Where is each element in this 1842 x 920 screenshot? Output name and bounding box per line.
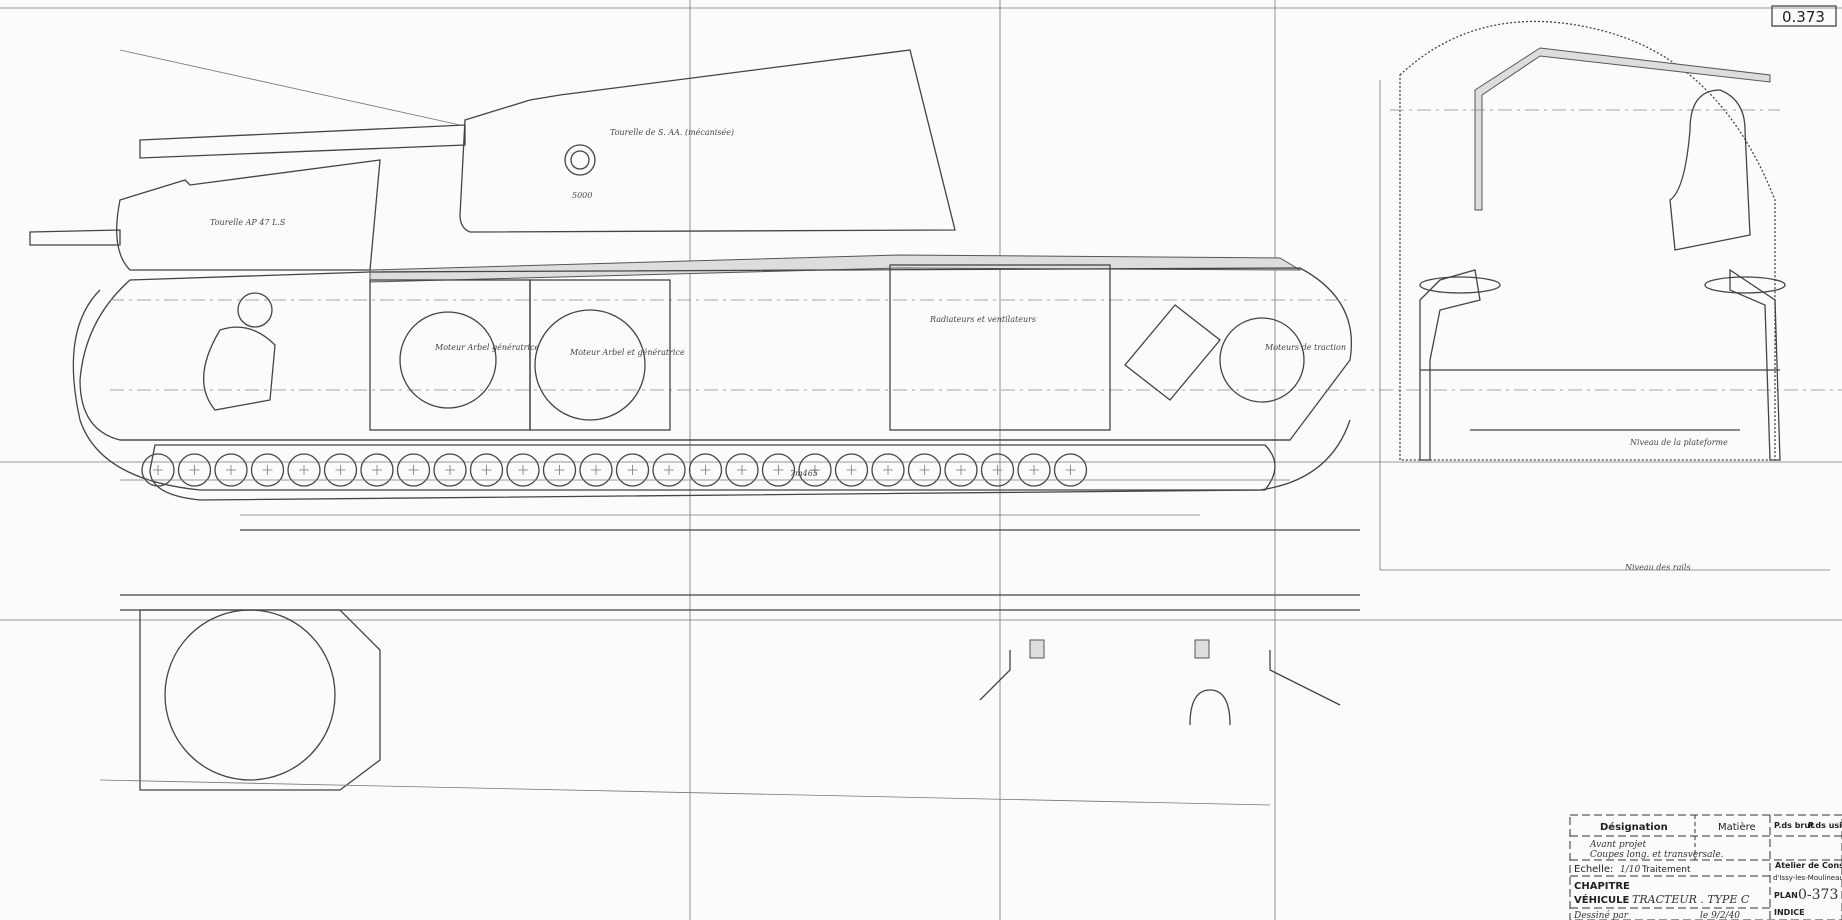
road-wheel <box>944 453 978 487</box>
dim-track: 7m465 <box>790 469 818 478</box>
road-wheel <box>688 453 723 487</box>
tb-designation-label: Désignation <box>1600 821 1668 833</box>
cross-section <box>1379 20 1830 571</box>
wheel-hub-mark <box>664 465 674 475</box>
road-wheel <box>396 453 431 487</box>
road-wheel <box>287 453 321 487</box>
wheel-hub-mark <box>883 465 893 475</box>
road-wheel <box>250 453 285 487</box>
road-wheel <box>177 453 212 487</box>
tb-poids-brut-label: P.ds brut <box>1774 821 1814 830</box>
road-wheel <box>214 453 248 487</box>
road-wheel <box>907 453 942 487</box>
tb-date-value: le 9/2/40 <box>1700 911 1740 920</box>
wheel-hub-mark <box>846 465 857 475</box>
road-wheel <box>542 453 577 487</box>
tb-designation-value-1: Avant projet <box>1589 840 1646 850</box>
tb-chapitre-label: CHAPITRE <box>1574 881 1630 892</box>
label-turret-main: Tourelle de S. AA. (mécanisée) <box>610 128 734 137</box>
road-wheel <box>323 453 358 487</box>
label-platform-level: Niveau de la plateforme <box>1629 438 1728 447</box>
wheel-hub-mark <box>408 465 419 475</box>
track <box>149 444 1276 501</box>
road-wheel <box>834 453 869 487</box>
tb-atelier: Atelier de Construction <box>1775 861 1842 870</box>
wheel-hub-mark <box>700 465 711 475</box>
wheel-hub-mark <box>262 465 273 475</box>
road-wheel <box>579 453 613 487</box>
label-engine-2: Moteur Arbel et génératrice <box>569 348 685 357</box>
wheel-hub-mark <box>153 465 163 475</box>
wheel-hub-mark <box>919 465 930 475</box>
wheel-hub-mark <box>299 465 309 475</box>
wheel-hub-mark <box>518 465 528 475</box>
road-wheel <box>469 453 504 487</box>
label-engine-1: Moteur Arbel génératrice <box>434 343 539 352</box>
wheel-hub-mark <box>992 465 1003 475</box>
hull <box>72 254 1842 491</box>
tb-matiere-label: Matière <box>1718 821 1756 833</box>
wheel-hub-mark <box>226 465 236 475</box>
label-traction-motors: Moteurs de traction <box>1264 343 1346 352</box>
wheel-hub-mark <box>627 465 638 475</box>
tb-atelier-place: d'Issy-les-Moulineaux <box>1773 874 1842 882</box>
wheel-hub-mark <box>554 465 565 475</box>
road-wheel <box>433 453 467 487</box>
sheet-ref-box <box>1771 5 1837 27</box>
tb-dessine-label: Dessiné par <box>1573 910 1629 920</box>
wheel-hub-mark <box>956 465 966 475</box>
wheel-hub-mark <box>591 465 601 475</box>
tb-plan-number: 0-373 <box>1798 887 1838 903</box>
plan-view <box>99 514 1360 806</box>
road-wheel <box>798 453 832 487</box>
road-wheel <box>1017 453 1051 487</box>
wheel-hub-mark <box>1065 465 1076 475</box>
wheel-hub-mark <box>773 465 784 475</box>
road-wheel <box>360 453 394 487</box>
road-wheel <box>871 453 905 487</box>
front-turret <box>29 159 381 271</box>
tb-index-label: INDICE <box>1774 908 1805 917</box>
tb-plan-label: PLAN <box>1774 891 1798 900</box>
tb-echelle-label: Echelle: <box>1574 864 1613 875</box>
wheel-hub-mark <box>1029 465 1039 475</box>
road-wheel <box>761 453 796 487</box>
wheel-hub-mark <box>189 465 200 475</box>
road-wheel <box>615 453 650 487</box>
wheel-hub-mark <box>372 465 382 475</box>
label-rail-level: Niveau des rails <box>1624 563 1691 572</box>
wheel-hub-mark <box>481 465 492 475</box>
dim-length: 5000 <box>572 191 592 200</box>
sheet-ref: 0.373 <box>1782 8 1825 26</box>
road-wheel <box>506 453 540 487</box>
tb-poids-usine-label: P.ds usiné <box>1808 820 1842 830</box>
wheel-hub-mark <box>737 465 747 475</box>
tb-echelle-value: 1/10 <box>1620 865 1640 875</box>
wheel-hub-mark <box>335 465 346 475</box>
main-turret <box>119 49 956 233</box>
tb-vehicule-value: TRACTEUR . TYPE C <box>1632 893 1750 906</box>
label-turret-front: Tourelle AP 47 L.S <box>210 218 286 227</box>
tb-traitement-label: Traitement <box>1641 865 1691 875</box>
title-block <box>1569 814 1842 920</box>
road-wheel <box>652 453 686 487</box>
label-radiators: Radiateurs et ventilateurs <box>929 315 1036 324</box>
tb-vehicule-label: VÉHICULE <box>1574 893 1629 906</box>
road-wheel <box>980 453 1015 487</box>
wheel-hub-mark <box>445 465 455 475</box>
road-wheel <box>1053 453 1088 487</box>
road-wheel <box>725 453 759 487</box>
tb-designation-value-2: Coupes long. et transversale. <box>1590 850 1724 860</box>
wheel-hub-mark <box>810 465 820 475</box>
track-wheels <box>141 453 1088 487</box>
